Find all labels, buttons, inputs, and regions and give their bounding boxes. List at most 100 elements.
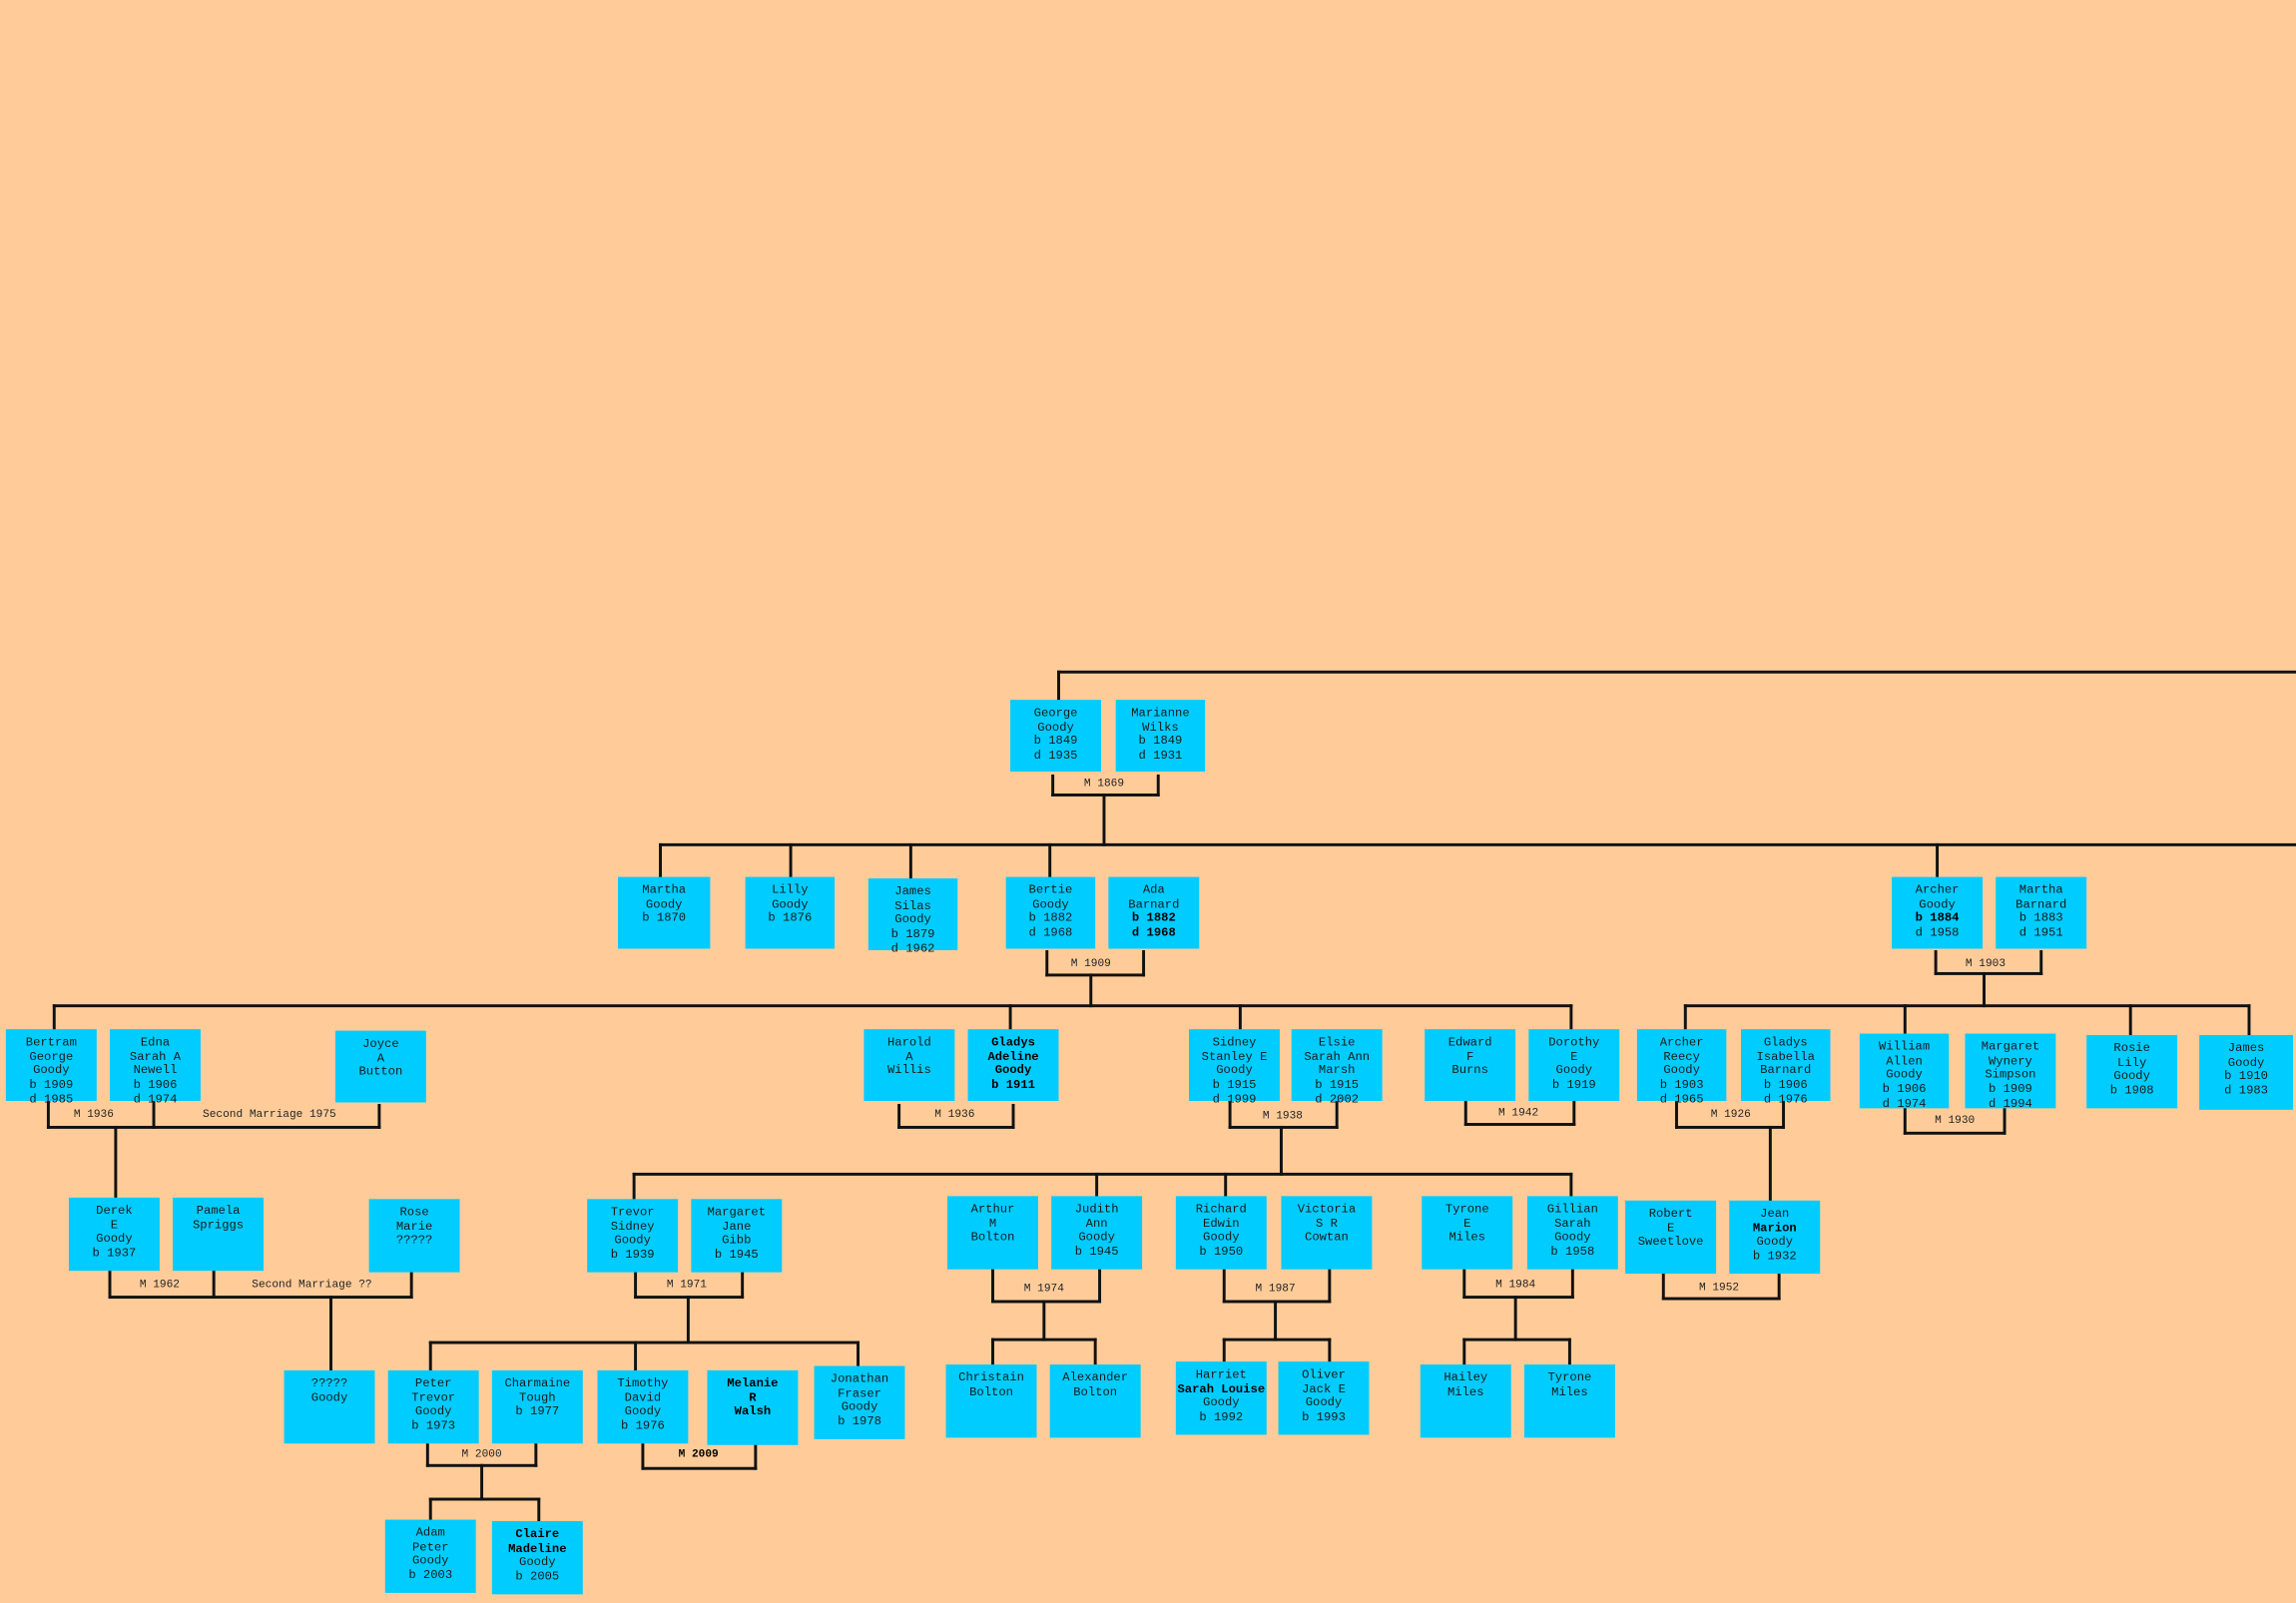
person-text-line: Goody (841, 1401, 878, 1415)
connector-line (1011, 1103, 1015, 1129)
connector-line (1222, 1337, 1332, 1341)
person-text-line: Willis (886, 1064, 931, 1079)
person-text-line: Goody (1032, 898, 1069, 912)
marriage-label: M 1930 (1935, 1115, 1976, 1128)
connector-line (1777, 1272, 1781, 1301)
person-text-line: b 1882 (1131, 912, 1176, 926)
connector-line (1903, 1004, 1907, 1036)
person-text-line: Margaret (707, 1206, 767, 1220)
marriage-label: Second Marriage ?? (252, 1279, 372, 1292)
marriage-label: M 1952 (1698, 1282, 1740, 1295)
person-text-line: Arthur (970, 1203, 1015, 1217)
person-text-line: Sarah Ann (1304, 1050, 1371, 1064)
connector-line (1675, 1125, 1786, 1129)
person-text-line: Tyrone (1444, 1203, 1489, 1217)
person-text-line: Goody (2227, 1056, 2265, 1070)
person-text-line: Madeline (508, 1542, 567, 1556)
person-text-line: d 1983 (2224, 1085, 2268, 1099)
person-text-line: Marsh (1318, 1064, 1356, 1079)
person-text-line: R (749, 1391, 757, 1405)
connector-line (789, 842, 793, 879)
person-text-line: b 1884 (1915, 912, 1960, 926)
person-text-line: Goody (624, 1405, 662, 1419)
connector-line (659, 842, 662, 879)
person-text-line: Christain (958, 1371, 1024, 1385)
person-text-line: Trevor (411, 1391, 456, 1405)
person-text-line: Lilly (772, 883, 809, 898)
person-text-line: Wilks (1142, 721, 1179, 735)
connector-line (991, 1268, 994, 1304)
person-text-line: Barnard (1760, 1064, 1812, 1079)
person-text-line: Charmaine (504, 1377, 571, 1391)
connector-line (534, 1441, 538, 1467)
person-text-line: Edna (140, 1036, 171, 1050)
person-text-line: Goody (1886, 1069, 1923, 1083)
connector-line (897, 1125, 1015, 1129)
connector-line (686, 1296, 690, 1344)
person-box-unknown-goody[interactable]: ?????Goody (284, 1369, 375, 1444)
connector-line (1228, 1099, 1232, 1129)
connector-line (2247, 1004, 2251, 1037)
person-text-line: Martha (642, 883, 687, 898)
person-text-line: b 1976 (621, 1419, 665, 1434)
person-text-line: Goody (1203, 1232, 1240, 1246)
connector-line (1567, 1337, 1571, 1366)
person-text-line: Lily (2117, 1056, 2147, 1070)
person-text-line: Marianne (1131, 707, 1190, 721)
connector-line (1328, 1337, 1332, 1363)
person-text-line: Tyrone (1547, 1371, 1592, 1385)
person-text-line: b 1919 (1551, 1079, 1596, 1093)
person-text-line: Goody (1203, 1396, 1240, 1411)
